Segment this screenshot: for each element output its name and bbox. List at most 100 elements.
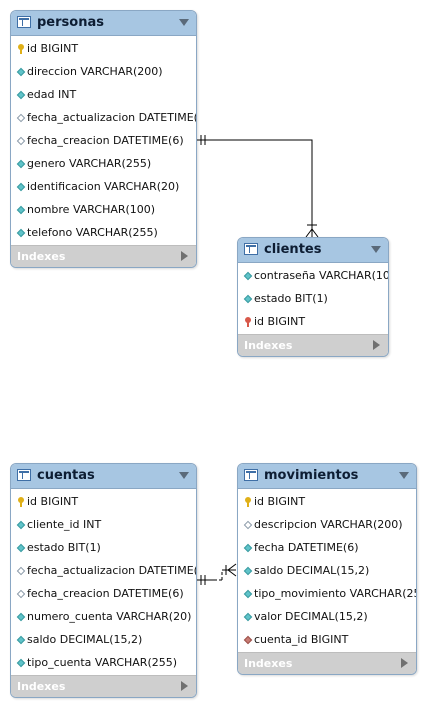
primary-key-icon	[244, 497, 252, 507]
column-label: cliente_id INT	[27, 518, 102, 531]
not-null-column-icon	[243, 294, 253, 304]
column-icon-wrap	[16, 90, 26, 100]
column-icon-wrap	[243, 589, 253, 599]
column-row[interactable]: edad INT	[11, 84, 196, 107]
column-label: saldo DECIMAL(15,2)	[27, 633, 143, 646]
relationship-personas-clientes[interactable]	[196, 135, 319, 238]
column-label: saldo DECIMAL(15,2)	[254, 564, 370, 577]
table-icon	[17, 469, 31, 481]
table-icon	[17, 16, 31, 28]
column-row[interactable]: identificacion VARCHAR(20)	[11, 176, 196, 199]
column-label: fecha_actualizacion DATETIME(…	[27, 111, 196, 124]
column-row[interactable]: cliente_id INT	[11, 514, 196, 537]
table-header[interactable]: cuentas	[11, 464, 196, 489]
column-label: numero_cuenta VARCHAR(20)	[27, 610, 192, 623]
column-icon-wrap	[16, 228, 26, 238]
primary-foreign-key-icon	[244, 317, 252, 327]
collapse-arrow-icon[interactable]	[399, 472, 409, 479]
column-row[interactable]: cuenta_id BIGINT	[238, 629, 416, 652]
column-list: id BIGINT cliente_id INT estado BIT(1) fech…	[11, 489, 196, 675]
column-icon-wrap	[243, 635, 253, 645]
column-row[interactable]: saldo DECIMAL(15,2)	[11, 629, 196, 652]
not-null-column-icon	[16, 228, 26, 238]
table-header[interactable]: movimientos	[238, 464, 416, 489]
column-row[interactable]: fecha_creacion DATETIME(6)	[11, 583, 196, 606]
expand-arrow-icon[interactable]	[181, 251, 188, 261]
collapse-arrow-icon[interactable]	[179, 19, 189, 26]
column-list: id BIGINT descripcion VARCHAR(200) fecha D…	[238, 489, 416, 652]
indexes-section[interactable]: Indexes	[11, 245, 196, 267]
column-label: cuenta_id BIGINT	[254, 633, 349, 646]
not-null-column-icon	[243, 566, 253, 576]
indexes-section[interactable]: Indexes	[238, 334, 388, 356]
column-row[interactable]: contraseña VARCHAR(10…	[238, 265, 388, 288]
table-cuentas[interactable]: cuentas id BIGINT cliente_id INT estado BI…	[10, 463, 197, 698]
expand-arrow-icon[interactable]	[401, 658, 408, 668]
column-row[interactable]: fecha_actualizacion DATETIME(…	[11, 107, 196, 130]
column-icon-wrap	[243, 566, 253, 576]
column-row[interactable]: id BIGINT	[11, 38, 196, 61]
column-icon-wrap	[16, 159, 26, 169]
column-row[interactable]: id BIGINT	[238, 491, 416, 514]
collapse-arrow-icon[interactable]	[179, 472, 189, 479]
column-icon-wrap	[17, 497, 25, 507]
relationship-cuentas-movimientos[interactable]	[196, 563, 237, 585]
column-row[interactable]: nombre VARCHAR(100)	[11, 199, 196, 222]
table-title: clientes	[264, 242, 322, 257]
column-row[interactable]: valor DECIMAL(15,2)	[238, 606, 416, 629]
table-movimientos[interactable]: movimientos id BIGINT descripcion VARCHAR…	[237, 463, 417, 675]
indexes-label: Indexes	[244, 657, 293, 670]
column-row[interactable]: saldo DECIMAL(15,2)	[238, 560, 416, 583]
column-label: contraseña VARCHAR(10…	[254, 269, 388, 282]
column-row[interactable]: id BIGINT	[11, 491, 196, 514]
column-row[interactable]: genero VARCHAR(255)	[11, 153, 196, 176]
column-label: descripcion VARCHAR(200)	[254, 518, 403, 531]
column-icon-wrap	[16, 589, 26, 599]
foreign-key-column-icon	[243, 635, 253, 645]
column-row[interactable]: fecha_actualizacion DATETIME(…	[11, 560, 196, 583]
column-row[interactable]: numero_cuenta VARCHAR(20)	[11, 606, 196, 629]
column-row[interactable]: fecha_creacion DATETIME(6)	[11, 130, 196, 153]
expand-arrow-icon[interactable]	[181, 681, 188, 691]
column-row[interactable]: estado BIT(1)	[238, 288, 388, 311]
nullable-column-icon	[16, 113, 26, 123]
column-label: genero VARCHAR(255)	[27, 157, 152, 170]
not-null-column-icon	[16, 612, 26, 622]
column-label: id BIGINT	[27, 495, 79, 508]
column-row[interactable]: estado BIT(1)	[11, 537, 196, 560]
table-icon	[244, 469, 258, 481]
table-clientes[interactable]: clientes contraseña VARCHAR(10… estado BI…	[237, 237, 389, 357]
table-icon	[244, 243, 258, 255]
indexes-label: Indexes	[17, 250, 66, 263]
table-title: personas	[37, 15, 104, 30]
column-label: tipo_movimiento VARCHAR(25…	[254, 587, 416, 600]
table-header[interactable]: personas	[11, 11, 196, 36]
not-null-column-icon	[16, 635, 26, 645]
column-icon-wrap	[243, 520, 253, 530]
not-null-column-icon	[243, 271, 253, 281]
not-null-column-icon	[16, 543, 26, 553]
not-null-column-icon	[16, 520, 26, 530]
column-row[interactable]: descripcion VARCHAR(200)	[238, 514, 416, 537]
column-icon-wrap	[243, 543, 253, 553]
column-row[interactable]: id BIGINT	[238, 311, 388, 334]
column-icon-wrap	[243, 294, 253, 304]
expand-arrow-icon[interactable]	[373, 340, 380, 350]
indexes-section[interactable]: Indexes	[11, 675, 196, 697]
collapse-arrow-icon[interactable]	[371, 246, 381, 253]
column-row[interactable]: telefono VARCHAR(255)	[11, 222, 196, 245]
column-row[interactable]: tipo_movimiento VARCHAR(25…	[238, 583, 416, 606]
not-null-column-icon	[16, 658, 26, 668]
column-label: nombre VARCHAR(100)	[27, 203, 156, 216]
column-row[interactable]: fecha DATETIME(6)	[238, 537, 416, 560]
indexes-section[interactable]: Indexes	[238, 652, 416, 674]
column-row[interactable]: tipo_cuenta VARCHAR(255)	[11, 652, 196, 675]
crow-foot-mark	[305, 228, 319, 238]
column-label: fecha_actualizacion DATETIME(…	[27, 564, 196, 577]
column-label: id BIGINT	[254, 495, 306, 508]
column-row[interactable]: direccion VARCHAR(200)	[11, 61, 196, 84]
table-header[interactable]: clientes	[238, 238, 388, 263]
column-label: direccion VARCHAR(200)	[27, 65, 163, 78]
table-personas[interactable]: personas id BIGINT direccion VARCHAR(200)…	[10, 10, 197, 268]
column-label: fecha_creacion DATETIME(6)	[27, 587, 184, 600]
